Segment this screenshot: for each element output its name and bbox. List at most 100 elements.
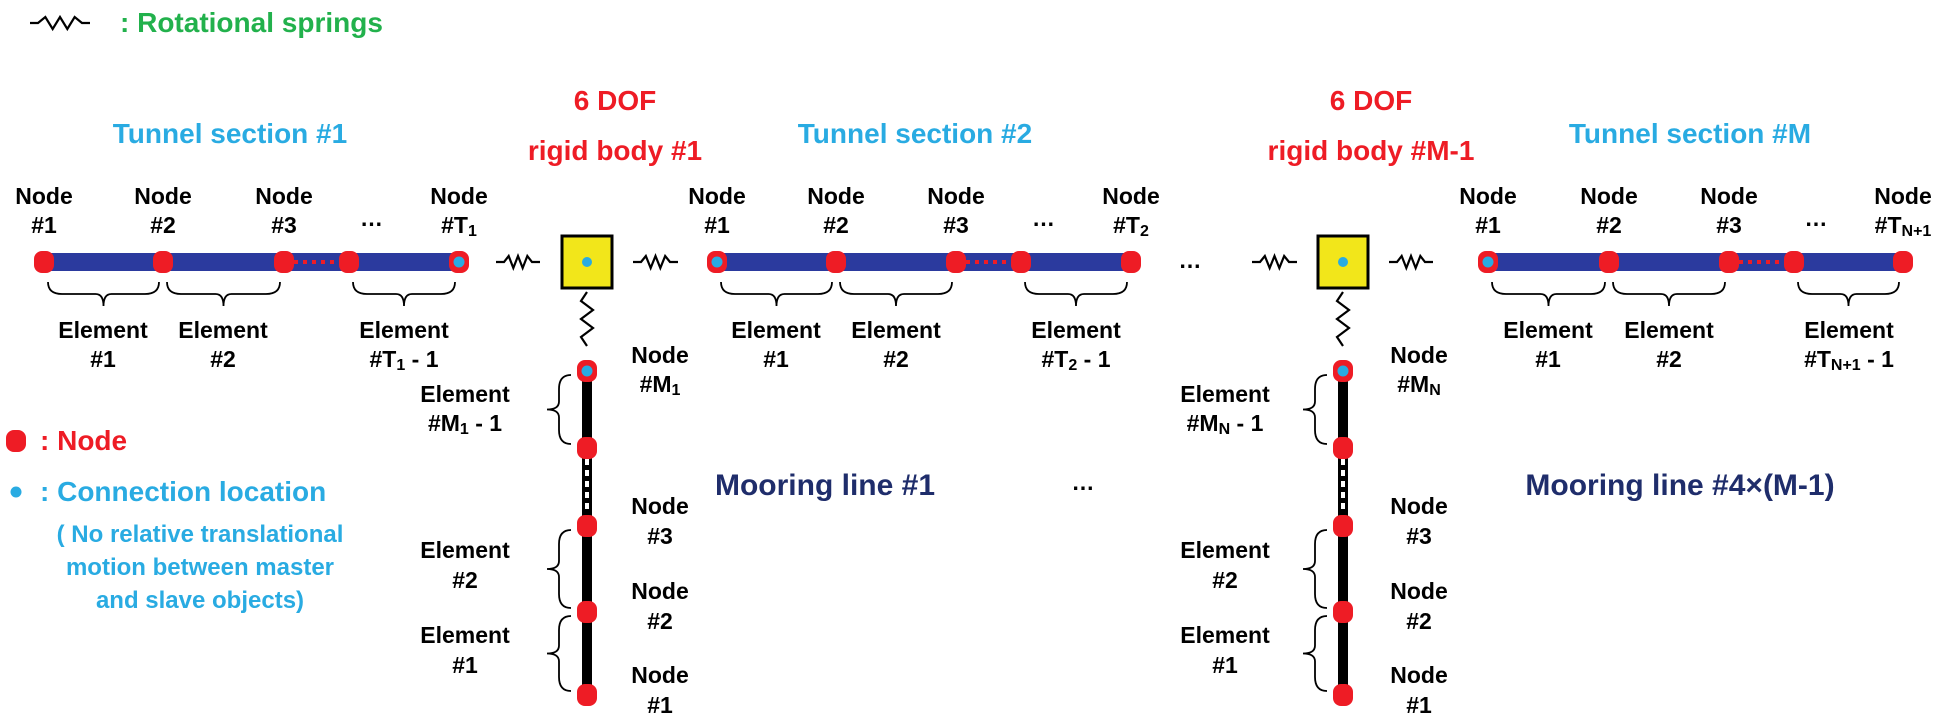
mooring-top-node-connection-dot	[1337, 365, 1349, 377]
node-number-base: #2	[823, 212, 849, 238]
mooring-element-number-base: #M	[428, 410, 460, 436]
node-number: #3	[1716, 212, 1742, 238]
legend-node-icon	[6, 430, 26, 452]
beam-continuation-dots	[1766, 260, 1770, 264]
element-number: #2	[210, 346, 236, 372]
beam-continuation-dots	[984, 260, 988, 264]
mooring-continuation-dots	[585, 492, 589, 498]
mooring-element-number-tail: - 1	[469, 410, 502, 436]
legend-note-line2: motion between master	[66, 554, 334, 581]
mooring-node-number: #2	[647, 608, 673, 634]
element-number: #2	[883, 346, 909, 372]
beam-continuation-dots	[294, 260, 298, 264]
node-label: Node	[807, 183, 865, 209]
element-number: #2	[1656, 346, 1682, 372]
node-ellipsis: …	[360, 205, 383, 231]
element-number-subscript: 1	[396, 357, 405, 374]
mooring-node-label: Node	[631, 342, 689, 368]
element-number-tail: - 1	[1861, 346, 1894, 372]
node-label: Node	[134, 183, 192, 209]
node-label: Node	[1580, 183, 1638, 209]
rotational-spring	[1389, 252, 1433, 272]
node-number-base: #1	[1475, 212, 1501, 238]
mooring-node	[1333, 515, 1353, 537]
node-label: Node	[1874, 183, 1932, 209]
mooring-continuation-dots	[585, 503, 589, 509]
rigid-body-connection-dot	[582, 257, 592, 267]
node-number-base: #1	[31, 212, 57, 238]
section-ellipsis: …	[1179, 247, 1202, 273]
node-number: #2	[1596, 212, 1622, 238]
node-number-base: #3	[271, 212, 297, 238]
legend-node-label: : Node	[40, 425, 127, 456]
element-label: Element	[1624, 317, 1714, 343]
tunnel-node	[34, 251, 54, 273]
mooring-continuation-dots	[1341, 503, 1345, 509]
mooring-element-number-subscript: 1	[460, 421, 469, 438]
legend-connection-label: : Connection location	[40, 476, 326, 507]
element-number-base: #2	[1656, 346, 1682, 372]
beam-continuation-dots	[1739, 260, 1743, 264]
node-number: #3	[271, 212, 297, 238]
mooring-rotational-spring	[579, 291, 595, 347]
mooring-continuation-dots	[1341, 492, 1345, 498]
mooring-element-brace	[546, 615, 572, 692]
node-number: #1	[704, 212, 730, 238]
node-number: #1	[31, 212, 57, 238]
element-brace	[352, 281, 456, 307]
legend-note-line1: ( No relative translational	[57, 521, 344, 548]
mooring-element-label: Element	[420, 537, 510, 563]
element-number-base: #T	[1804, 346, 1831, 372]
tunnel-section-title: Tunnel section #1	[113, 118, 347, 149]
legend-note-line3: and slave objects)	[96, 587, 304, 614]
mooring-node-number: #1	[647, 692, 673, 718]
mooring-element-number: #M1 - 1	[428, 410, 502, 438]
mooring-element-number-tail: - 1	[1230, 410, 1263, 436]
tunnel-node	[1893, 251, 1913, 273]
element-number-base: #1	[763, 346, 789, 372]
element-number-base: #2	[883, 346, 909, 372]
unused	[1341, 0, 1345, 2]
mooring-node	[1333, 601, 1353, 623]
mooring-element-label: Element	[1180, 537, 1270, 563]
mooring-node-number: #3	[647, 523, 673, 549]
rigid-body-title-line2: rigid body #M-1	[1268, 135, 1475, 166]
element-number-base: #T	[370, 346, 397, 372]
tunnel-node	[1719, 251, 1739, 273]
mooring-rotational-spring	[1335, 291, 1351, 347]
mooring-element-number-subscript: N	[1219, 421, 1231, 438]
node-label: Node	[688, 183, 746, 209]
mooring-node	[1333, 437, 1353, 459]
beam-continuation-dots	[966, 260, 970, 264]
tunnel-node-connection-dot	[1482, 256, 1494, 268]
node-label: Node	[255, 183, 313, 209]
mooring-node-number: #M1	[640, 371, 681, 399]
mooring-continuation-dots	[585, 481, 589, 487]
mooring-node-label: Node	[631, 662, 689, 688]
element-number-base: #1	[90, 346, 116, 372]
element-number-base: #2	[210, 346, 236, 372]
mooring-element-label: Element	[1180, 381, 1270, 407]
node-number: #T1	[441, 212, 477, 240]
mooring-element-label: Element	[1180, 622, 1270, 648]
beam-continuation-dots	[1002, 260, 1006, 264]
beam-continuation-dots	[1775, 260, 1779, 264]
beam-continuation-dots	[330, 260, 334, 264]
node-number: #3	[943, 212, 969, 238]
element-number: #T2 - 1	[1042, 346, 1111, 374]
tunnel-section-title: Tunnel section #M	[1569, 118, 1811, 149]
mooring-continuation-dots	[585, 459, 589, 465]
beam-continuation-dots	[1757, 260, 1761, 264]
mooring-continuation-dots	[585, 470, 589, 476]
node-number-base: #T	[441, 212, 468, 238]
tunnel-node-connection-dot	[453, 256, 465, 268]
beam-continuation-dots	[993, 260, 997, 264]
element-number-base: #T	[1042, 346, 1069, 372]
mooring-node	[577, 437, 597, 459]
mooring-node-label: Node	[1390, 662, 1448, 688]
element-number: #1	[90, 346, 116, 372]
tunnel-node	[946, 251, 966, 273]
mooring-element-label: Element	[420, 622, 510, 648]
mooring-node-label: Node	[1390, 493, 1448, 519]
legend-spring-label: : Rotational springs	[120, 7, 383, 38]
